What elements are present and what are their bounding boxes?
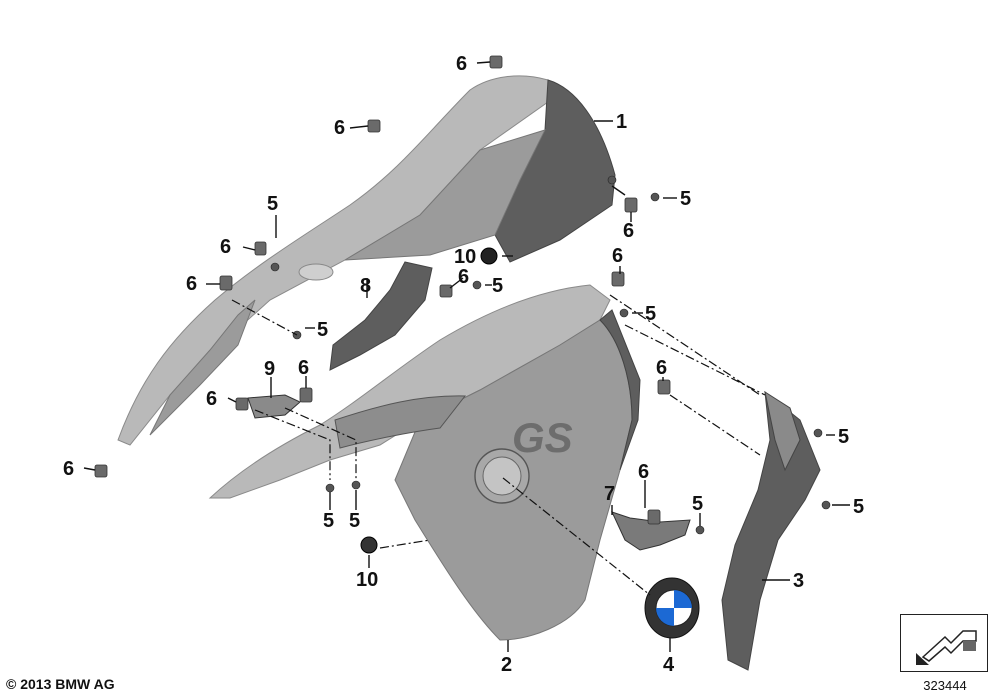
callout-2: 2	[501, 654, 512, 676]
callout-9: 9	[264, 358, 275, 380]
callout-6: 6	[656, 357, 667, 379]
part-3-side-panel	[721, 390, 821, 671]
callout-5: 5	[692, 493, 703, 515]
callout-5: 5	[267, 193, 278, 215]
diagram-number: 323444	[923, 678, 967, 693]
leader-lines	[83, 61, 850, 652]
callout-6: 6	[456, 53, 467, 75]
callout-5: 5	[838, 426, 849, 448]
part-1-upper-panel	[117, 75, 616, 446]
callout-4: 4	[663, 654, 675, 676]
callout-3: 3	[793, 570, 804, 592]
bmw-roundel-icon	[644, 577, 700, 639]
arrow-bracket-icon	[916, 630, 977, 665]
callout-5: 5	[492, 275, 503, 297]
callout-5: 5	[323, 510, 334, 532]
callout-1: 1	[616, 111, 627, 133]
callout-6: 6	[186, 273, 197, 295]
hardware-group	[94, 55, 831, 554]
callout-6: 6	[206, 388, 217, 410]
callout-5: 5	[645, 303, 656, 325]
callout-6: 6	[612, 245, 623, 267]
callout-8: 8	[360, 275, 371, 297]
copyright-text: © 2013 BMW AG	[6, 676, 115, 692]
callout-5: 5	[317, 319, 328, 341]
callout-6: 6	[458, 266, 469, 288]
navigation-box[interactable]	[900, 614, 988, 672]
callout-10: 10	[356, 569, 378, 591]
gs-emblem-text: GS	[512, 414, 573, 461]
callout-6: 6	[298, 357, 309, 379]
callout-labels: 6 1 6 5 6 5 6 10 6 5 6 8 6 5 5 9 6 6 6 5…	[63, 53, 864, 676]
callout-10: 10	[454, 246, 476, 268]
callout-6: 6	[638, 461, 649, 483]
part-8-cover	[329, 261, 433, 371]
part-9-bracket	[247, 394, 301, 419]
callout-5: 5	[680, 188, 691, 210]
callout-5: 5	[853, 496, 864, 518]
callout-7: 7	[604, 483, 615, 505]
callout-6: 6	[63, 458, 74, 480]
alignment-lines	[231, 294, 766, 596]
part-7-bracket	[611, 511, 691, 551]
callout-6: 6	[623, 220, 634, 242]
callout-6: 6	[220, 236, 231, 258]
part-2-tank-cover: GS	[208, 284, 641, 641]
callout-5: 5	[349, 510, 360, 532]
callout-6: 6	[334, 117, 345, 139]
